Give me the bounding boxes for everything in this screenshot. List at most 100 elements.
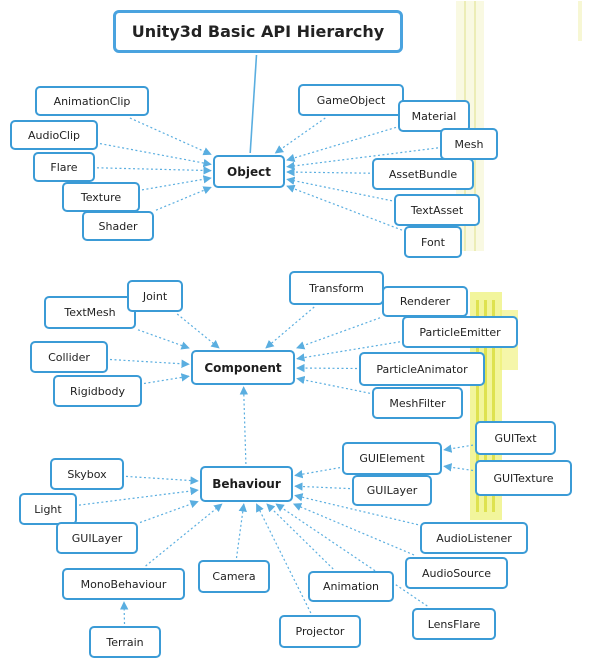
- node-particle-emitter: ParticleEmitter: [402, 316, 518, 348]
- node-label: AudioSource: [421, 566, 492, 580]
- edge-asset-bundle-to-object: [286, 167, 371, 177]
- edge-gui-layer-to-behaviour: [139, 500, 199, 524]
- node-label: GUILayer: [71, 531, 123, 545]
- node-label: Skybox: [67, 467, 107, 481]
- node-gui-layer-2: GUILayer: [352, 475, 432, 506]
- node-collider: Collider: [30, 341, 108, 373]
- node-transform: Transform: [289, 271, 384, 305]
- edge-light-to-behaviour: [78, 486, 199, 506]
- node-label: Collider: [48, 350, 90, 364]
- node-label: GameObject: [316, 93, 386, 107]
- edge-gui-element-to-behaviour: [294, 467, 341, 479]
- node-component: Component: [191, 350, 295, 385]
- edge-animation-to-behaviour: [266, 503, 334, 570]
- node-object: Object: [213, 155, 285, 188]
- node-label: Mesh: [454, 137, 484, 151]
- edge-behaviour-to-component: [239, 386, 249, 465]
- edge-transform-to-component: [265, 306, 315, 349]
- edge-terrain-to-mono-behaviour: [119, 601, 129, 625]
- edge-gui-layer-2-to-behaviour: [294, 482, 351, 491]
- edge-gui-text-to-gui-element: [443, 444, 474, 453]
- node-behaviour: Behaviour: [200, 466, 293, 502]
- node-gui-layer: GUILayer: [56, 522, 138, 554]
- node-label: Texture: [80, 190, 122, 204]
- node-label: Flare: [50, 160, 78, 174]
- node-label: GUIElement: [359, 452, 425, 465]
- edge-mesh-to-object: [286, 147, 439, 171]
- node-mesh: Mesh: [440, 128, 498, 160]
- node-material: Material: [398, 100, 470, 132]
- edge-flare-to-object: [96, 166, 212, 175]
- node-label: GUIText: [494, 431, 537, 445]
- edge-camera-to-behaviour: [235, 503, 247, 559]
- node-animation-clip: AnimationClip: [35, 86, 149, 116]
- node-label: AssetBundle: [388, 167, 458, 181]
- node-label: Component: [204, 360, 282, 375]
- node-terrain: Terrain: [89, 626, 161, 658]
- node-label: Terrain: [106, 635, 144, 649]
- node-particle-animator: ParticleAnimator: [359, 352, 485, 386]
- node-label: Renderer: [399, 295, 451, 308]
- node-label: Transform: [309, 281, 364, 295]
- node-rigidbody: Rigidbody: [53, 375, 142, 407]
- edge-rigidbody-to-component: [143, 373, 190, 385]
- node-font: Font: [404, 226, 462, 258]
- edge-lens-flare-to-behaviour: [275, 503, 428, 607]
- node-skybox: Skybox: [50, 458, 124, 490]
- edge-audio-listener-to-behaviour: [294, 493, 419, 526]
- node-mesh-filter: MeshFilter: [372, 387, 463, 419]
- node-renderer: Renderer: [382, 286, 468, 317]
- node-label: Camera: [212, 570, 256, 583]
- node-audio-source: AudioSource: [405, 557, 508, 589]
- node-gui-element: GUIElement: [342, 442, 442, 475]
- node-label: LensFlare: [427, 617, 481, 631]
- edge-gui-texture-to-gui-element: [443, 463, 474, 472]
- node-gui-text: GUIText: [475, 421, 556, 455]
- edge-mesh-filter-to-component: [296, 375, 371, 394]
- edge-particle-emitter-to-component: [296, 341, 401, 362]
- edge-audio-clip-to-object: [99, 143, 212, 168]
- node-label: MonoBehaviour: [80, 577, 167, 591]
- node-label: AudioListener: [436, 531, 512, 545]
- diagram-title: Unity3d Basic API Hierarchy: [113, 10, 403, 53]
- edge-group: [78, 54, 474, 625]
- node-gui-texture: GUITexture: [475, 460, 572, 496]
- node-label: Behaviour: [212, 477, 281, 491]
- node-label: Shader: [98, 219, 138, 233]
- edge-material-to-object: [286, 126, 397, 162]
- node-flare: Flare: [33, 152, 95, 182]
- node-label: Animation: [322, 580, 380, 593]
- node-text-mesh: TextMesh: [44, 296, 136, 329]
- node-audio-listener: AudioListener: [420, 522, 528, 554]
- node-text-asset: TextAsset: [394, 194, 480, 226]
- edge-shader-to-object: [155, 186, 212, 211]
- node-label: Rigidbody: [70, 384, 125, 398]
- node-mono-behaviour: MonoBehaviour: [62, 568, 185, 600]
- node-shader: Shader: [82, 211, 154, 241]
- node-label: MeshFilter: [389, 396, 446, 410]
- edge-animation-clip-to-object: [129, 117, 212, 156]
- node-label: Joint: [142, 289, 168, 303]
- node-game-object: GameObject: [298, 84, 404, 116]
- node-label: ParticleEmitter: [419, 325, 501, 339]
- node-label: AudioClip: [27, 128, 81, 142]
- node-label: Light: [34, 502, 62, 516]
- node-label: GUILayer: [366, 484, 418, 497]
- node-asset-bundle: AssetBundle: [372, 158, 474, 190]
- node-texture: Texture: [62, 182, 140, 212]
- node-label: GUITexture: [493, 471, 554, 485]
- node-label: Projector: [295, 625, 345, 638]
- node-projector: Projector: [279, 615, 361, 648]
- node-label: AnimationClip: [53, 94, 131, 108]
- edge-game-object-to-object: [274, 117, 326, 154]
- node-joint: Joint: [127, 280, 183, 312]
- edge-particle-animator-to-component: [296, 363, 358, 373]
- node-light: Light: [19, 493, 77, 525]
- node-animation: Animation: [308, 571, 394, 602]
- edge-skybox-to-behaviour: [125, 475, 199, 485]
- node-label: Object: [227, 164, 271, 179]
- edge-renderer-to-component: [296, 317, 381, 350]
- node-label: ParticleAnimator: [376, 362, 468, 376]
